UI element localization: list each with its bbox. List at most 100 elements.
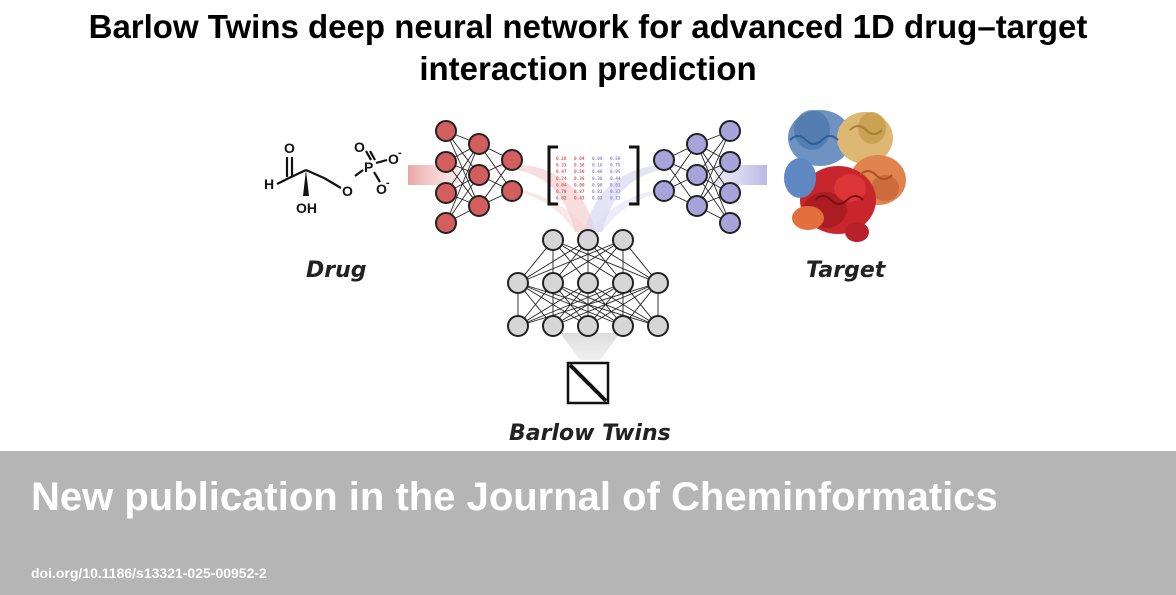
shared-network-node — [612, 272, 634, 294]
molecule-atoms: O H OH O P O O - O - — [264, 139, 402, 216]
drug-network-node — [435, 182, 457, 204]
matrix-value: 0.82 — [556, 196, 567, 202]
target-protein-structure — [784, 110, 906, 242]
hydroxyl-group: OH — [296, 200, 317, 216]
shared-network-node — [507, 315, 529, 337]
drug-network-node — [435, 212, 457, 234]
phosphate-oxygen-top: O — [354, 139, 365, 155]
matrix-value: 0.44 — [610, 176, 621, 182]
drug-merge-band — [455, 165, 595, 232]
shared-network-edge — [587, 282, 659, 327]
drug-network-edge — [445, 143, 480, 224]
drug-network-node — [468, 195, 490, 217]
matrix-value: 0.04 — [574, 156, 585, 162]
barlow-twins-diagram: O H OH O P O O - O - 0.18 0.04 0.98 0.56 0.3… — [264, 110, 906, 446]
drug-label: Drug — [306, 258, 367, 283]
shared-projector-network — [507, 229, 669, 337]
shared-network-node — [577, 272, 599, 294]
aldehyde-hydrogen: H — [264, 176, 274, 192]
target-network-node — [719, 212, 741, 234]
shared-network-edge — [517, 282, 589, 327]
target-network-edge — [696, 130, 731, 207]
output-flow-band — [560, 333, 620, 360]
shared-network-node — [647, 315, 669, 337]
target-encoder-network — [653, 120, 741, 234]
matrix-value: 0.33 — [556, 163, 567, 169]
target-label: Target — [806, 258, 887, 283]
shared-network-edge — [517, 239, 589, 284]
matrix-value: 0.87 — [574, 189, 585, 195]
target-merge-band-lower — [590, 185, 720, 232]
drug-network-node — [501, 149, 523, 171]
shared-network-node — [612, 229, 634, 251]
stereo-wedge — [303, 170, 309, 196]
target-network-node — [686, 164, 708, 186]
charge-right: - — [398, 147, 402, 159]
title-line-1: Barlow Twins deep neural network for adv… — [88, 8, 1088, 45]
target-network-node — [719, 151, 741, 173]
aldehyde-oxygen: O — [284, 140, 295, 156]
matrix-value: 0.95 — [610, 169, 621, 175]
shared-network-edge — [517, 282, 659, 327]
shared-network-edge — [552, 239, 624, 284]
matrix-value: 0.37 — [610, 189, 621, 195]
matrix-value: 0.01 — [610, 182, 621, 188]
target-network-node — [719, 120, 741, 142]
matrix-value: 0.50 — [574, 169, 585, 175]
matrix-left-bracket — [547, 145, 558, 206]
shared-network-node — [577, 315, 599, 337]
target-network-node — [653, 149, 675, 171]
charge-bottom: - — [386, 177, 390, 189]
target-merge-band — [585, 165, 720, 232]
target-network-node — [686, 195, 708, 217]
matrix-value: 0.90 — [592, 182, 603, 188]
matrix-value: 0.00 — [574, 182, 585, 188]
matrix-value: 0.74 — [556, 176, 567, 182]
matrix-value: 0.38 — [592, 176, 603, 182]
matrix-value: 0.39 — [574, 176, 585, 182]
drug-network-node — [468, 164, 490, 186]
shared-network-node — [612, 315, 634, 337]
matrix-value: 0.02 — [592, 196, 603, 202]
matrix-value: 0.18 — [592, 163, 603, 169]
shared-network-edge — [552, 282, 659, 327]
ester-oxygen: O — [342, 183, 353, 199]
drug-network-node — [435, 120, 457, 142]
matrix-value: 0.18 — [556, 156, 567, 162]
page-title: Barlow Twins deep neural network for adv… — [0, 6, 1176, 90]
matrix-value: 0.79 — [556, 189, 567, 195]
matrix-value: 0.75 — [610, 163, 621, 169]
embedding-matrix: 0.18 0.04 0.98 0.56 0.33 0.36 0.18 0.75 0.47 0.50… — [547, 145, 640, 206]
drug-network-node — [501, 180, 523, 202]
shared-network-node — [542, 272, 564, 294]
drug-molecule — [276, 150, 388, 189]
matrix-value: 0.47 — [556, 169, 567, 175]
shared-network-node — [542, 229, 564, 251]
cross-correlation-icon — [566, 361, 610, 405]
shared-network-edge — [517, 239, 624, 284]
phosphate-oxygen-right: O — [388, 151, 399, 167]
target-network-node — [719, 182, 741, 204]
shared-network-node — [507, 272, 529, 294]
doi-link[interactable]: doi.org/10.1186/s13321-025-00952-2 — [31, 565, 267, 581]
title-line-2: interaction prediction — [419, 50, 757, 87]
matrix-value: 0.46 — [592, 169, 603, 175]
barlow-twins-label: Barlow Twins — [509, 421, 671, 446]
shared-network-edge — [517, 282, 624, 327]
matrix-value: 0.43 — [574, 196, 585, 202]
matrix-value: 0.36 — [574, 163, 585, 169]
phosphate-oxygen-bottom: O — [376, 181, 387, 197]
target-network-node — [653, 180, 675, 202]
phosphorus-atom: P — [364, 159, 373, 175]
shared-network-node — [647, 272, 669, 294]
shared-network-node — [542, 315, 564, 337]
publication-banner: New publication in the Journal of Chemin… — [0, 451, 1176, 595]
publication-headline: New publication in the Journal of Chemin… — [31, 475, 998, 519]
drug-network-node — [435, 151, 457, 173]
matrix-value: 0.98 — [592, 156, 603, 162]
matrix-right-bracket — [629, 145, 640, 206]
target-network-node — [686, 133, 708, 155]
drug-merge-band-lower — [455, 185, 590, 232]
matrix-value: 0.56 — [610, 156, 621, 162]
drug-network-node — [468, 133, 490, 155]
